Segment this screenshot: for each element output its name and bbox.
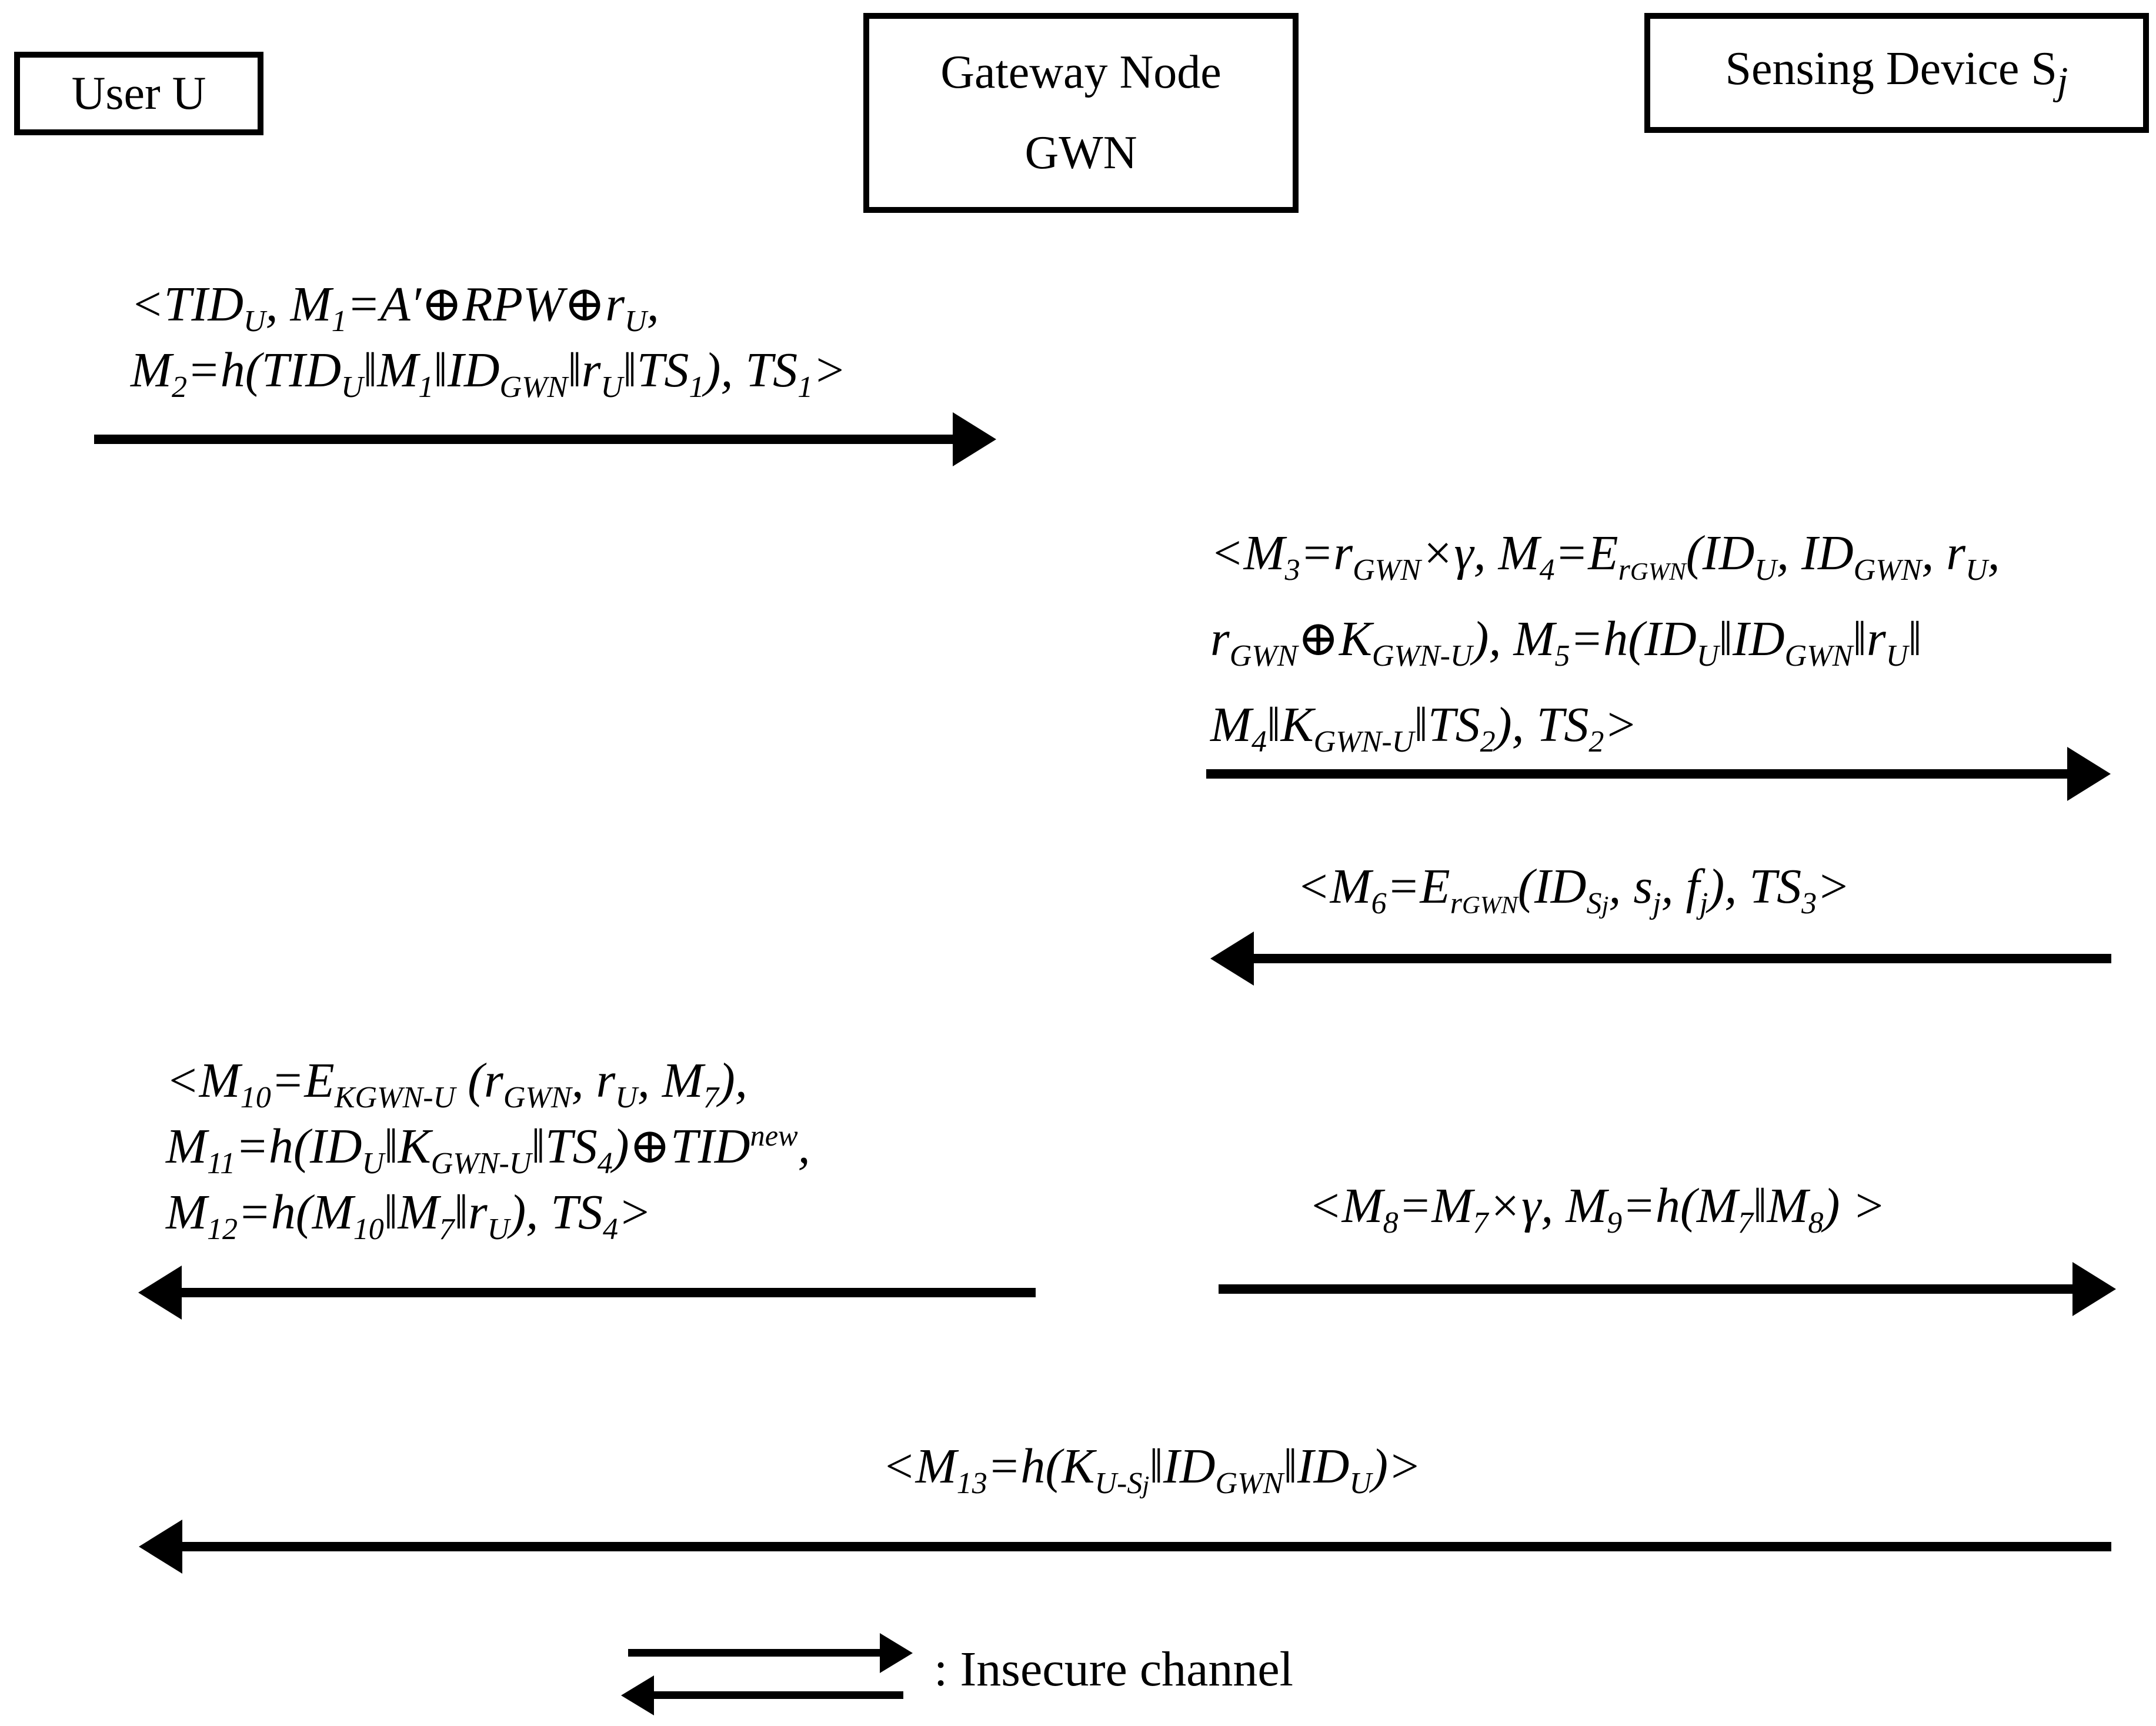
legend-arrow-left-icon	[654, 1691, 903, 1699]
message-5-text: <M8=M7×γ, M9=h(M7‖M8) >	[1309, 1173, 1885, 1239]
message-3-text: <M6=ErGWN(IDSj, sj, fj), TS3>	[1297, 854, 1850, 920]
message-1-text: <TIDU, M1=A′⊕RPW⊕rU, M2=h(TIDU‖M1‖IDGWN‖…	[131, 272, 846, 403]
message-6-line-1: <M13=h(KU-Sj‖IDGWN‖IDU)>	[882, 1439, 1421, 1500]
message-1-line-1: <TIDU, M1=A′⊕RPW⊕rU,	[131, 277, 659, 338]
actor-box-user: User U	[14, 52, 263, 135]
legend-arrow-right-icon	[628, 1649, 880, 1657]
message-4-line-1: <M10=EKGWN-U (rGWN, rU, M7),	[166, 1053, 747, 1114]
message-6-text: <M13=h(KU-Sj‖IDGWN‖IDU)>	[882, 1434, 1421, 1500]
actor-label-gateway-line1: Gateway Node	[940, 46, 1221, 98]
message-2-text: <M3=rGWN×γ, M4=ErGWN(IDU, IDGWN, rU, rGW…	[1210, 510, 2000, 768]
message-4-line-3: M12=h(M10‖M7‖rU), TS4>	[166, 1185, 652, 1246]
actor-label-user: User U	[71, 67, 206, 119]
message-6-arrow-left	[182, 1542, 2111, 1551]
message-4-text: <M10=EKGWN-U (rGWN, rU, M7), M11=h(IDU‖K…	[166, 1048, 810, 1246]
message-2-line-1: <M3=rGWN×γ, M4=ErGWN(IDU, IDGWN, rU,	[1210, 526, 2000, 587]
message-2-arrow-right	[1206, 769, 2067, 779]
message-2-line-2: rGWN⊕KGWN-U), M5=h(IDU‖IDGWN‖rU‖	[1210, 612, 1922, 673]
message-5-arrow-right	[1219, 1284, 2072, 1294]
actor-label-gateway-line2: GWN	[1024, 127, 1137, 179]
actor-box-gateway-node: Gateway Node GWN	[863, 13, 1299, 213]
message-3-arrow-left	[1254, 954, 2111, 963]
message-1-line-2: M2=h(TIDU‖M1‖IDGWN‖rU‖TS1), TS1>	[131, 343, 846, 404]
message-4-line-2: M11=h(IDU‖KGWN-U‖TS4)⊕TIDnew,	[166, 1119, 810, 1180]
message-5-line-1: <M8=M7×γ, M9=h(M7‖M8) >	[1309, 1179, 1886, 1240]
actor-label-sensing-device: Sensing Device Sj	[1725, 42, 2068, 103]
message-3-line-1: <M6=ErGWN(IDSj, sj, fj), TS3>	[1297, 859, 1850, 920]
message-1-arrow-right	[94, 435, 953, 444]
legend-label: : Insecure channel	[934, 1642, 1294, 1697]
message-4-arrow-left	[182, 1288, 1036, 1297]
actor-box-sensing-device: Sensing Device Sj	[1644, 13, 2149, 133]
message-2-line-3: M4‖KGWN-U‖TS2), TS2>	[1210, 697, 1638, 759]
